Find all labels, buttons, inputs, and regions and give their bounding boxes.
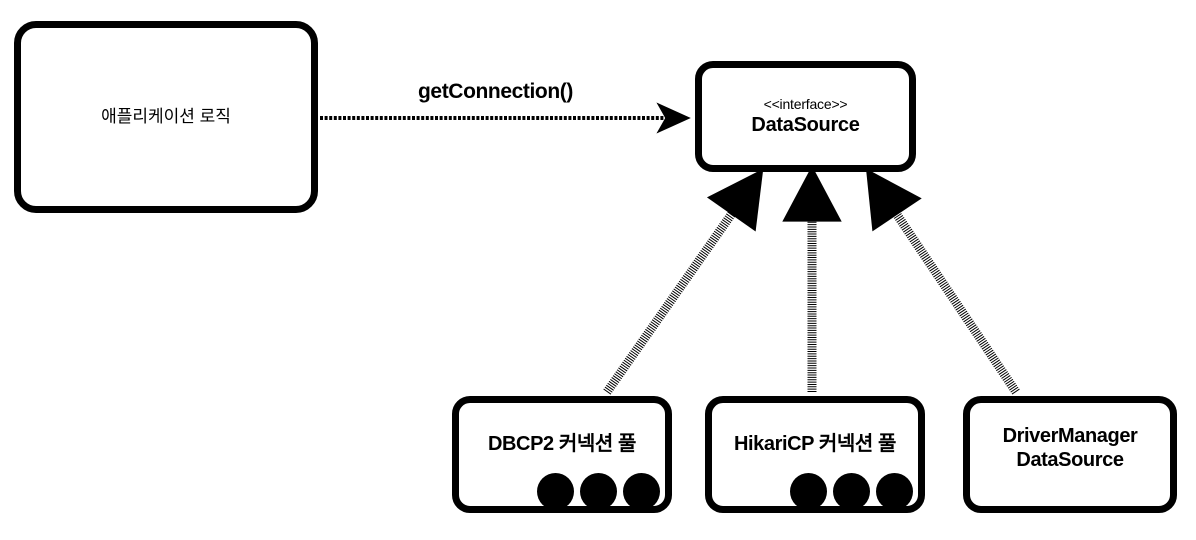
node-datasource-label: DataSource	[751, 113, 860, 136]
connection-dot-icon	[623, 473, 660, 510]
node-datasource-stereotype: <<interface>>	[763, 96, 848, 113]
node-dbcp2-pool[interactable]: DBCP2 커넥션 풀	[452, 396, 672, 513]
connection-dot-icon	[833, 473, 870, 510]
node-application-logic[interactable]: 애플리케이션 로직	[14, 21, 318, 213]
connection-dot-icon	[537, 473, 574, 510]
node-hikaricp-pool[interactable]: HikariCP 커넥션 풀	[705, 396, 925, 513]
node-drivermanager-datasource-label: DriverManager DataSource	[1003, 425, 1138, 472]
edge-implements-dbcp2	[603, 168, 764, 395]
node-drivermanager-datasource[interactable]: DriverManager DataSource	[963, 396, 1177, 513]
connection-dot-icon	[580, 473, 617, 510]
node-hikaricp-pool-label: HikariCP 커넥션 풀	[733, 433, 897, 455]
node-dbcp2-pool-label: DBCP2 커넥션 풀	[487, 433, 637, 455]
node-drivermanager-datasource-label-line1: DriverManager	[1002, 425, 1138, 447]
connection-dot-icon	[790, 473, 827, 510]
hikaricp-connection-dots	[790, 473, 913, 510]
node-drivermanager-datasource-label-line2: DataSource	[1016, 448, 1124, 471]
connection-dot-icon	[876, 473, 913, 510]
edge-implements-drivermanager	[865, 168, 1020, 395]
edge-label-get-connection: getConnection()	[418, 80, 573, 103]
node-datasource-interface[interactable]: <<interface>> DataSource	[695, 61, 916, 172]
node-application-logic-label: 애플리케이션 로직	[101, 107, 231, 127]
dbcp2-connection-dots	[537, 473, 660, 510]
